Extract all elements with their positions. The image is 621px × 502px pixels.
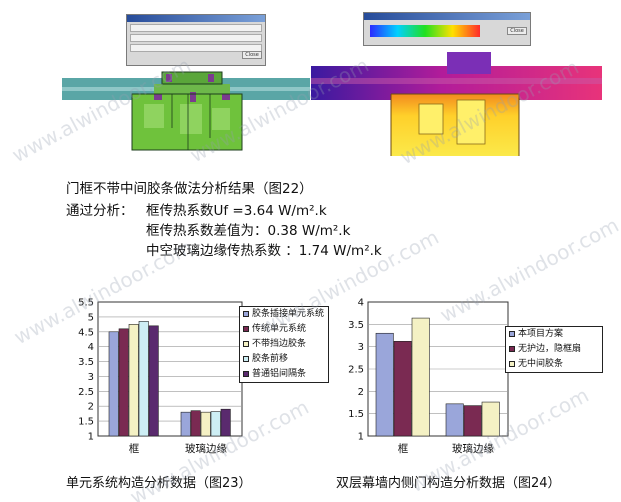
bar [481, 401, 500, 437]
legend-label: 胶条前移 [252, 354, 289, 364]
x-tick-label: 玻璃边缘 [185, 442, 227, 455]
frame-geometry-drawing [62, 71, 310, 151]
y-tick-label: 1 [88, 432, 94, 443]
legend-label: 无中间胶条 [518, 359, 564, 369]
y-tick-label: 3 [88, 372, 94, 383]
bar [148, 325, 159, 437]
thermal-legend-dialog: Close [363, 12, 531, 46]
legend-swatch [243, 326, 249, 332]
bar [138, 321, 149, 437]
bar [118, 328, 129, 437]
bar [128, 324, 139, 437]
simulation-settings-dialog: Close [126, 14, 266, 66]
dialog-field-row [130, 24, 262, 32]
inner-door-chart-caption: 双层幕墙内侧门构造分析数据（图24） [336, 476, 561, 491]
inner-door-bar-chart: 4 3.5 3 2.5 2 1.5 1 框 玻璃边缘 [348, 298, 509, 455]
bar [220, 408, 231, 437]
y-tick-label: 3 [358, 342, 364, 353]
legend-item: 胶条前移 [240, 352, 328, 367]
y-tick-label: 3.5 [348, 320, 364, 331]
bar [190, 410, 201, 437]
frame-geometry-simulation-image: Close [62, 8, 310, 156]
bar [375, 332, 394, 437]
legend-label: 传统单元系统 [252, 324, 307, 334]
bar [411, 317, 430, 437]
legend-swatch [243, 356, 249, 362]
dialog-close-button[interactable]: Close [242, 51, 262, 59]
bar [210, 411, 221, 437]
y-tick-label: 5 [88, 312, 94, 323]
legend-swatch [509, 361, 515, 367]
bar [393, 341, 412, 437]
dialog-titlebar [364, 13, 530, 20]
y-tick-label: 3.5 [78, 357, 94, 368]
analysis-lead: 通过分析： [66, 203, 134, 219]
thermal-color-map-drawing [311, 52, 602, 156]
legend-item: 无护边，隐框扇 [506, 342, 602, 357]
legend-item: 胶条插接单元系统 [240, 307, 328, 322]
dialog-field-row [130, 44, 262, 52]
y-tick-label: 5.5 [78, 298, 94, 309]
legend-swatch [243, 371, 249, 377]
thermal-simulation-image: Close [311, 8, 602, 156]
bar [108, 331, 119, 437]
temperature-color-scale [370, 25, 480, 37]
frame-u-difference: 框传热系数差值为：0.38 W/m².k [146, 223, 351, 239]
bar [445, 403, 464, 437]
dialog-close-button[interactable]: Close [507, 27, 527, 35]
y-tick-label: 4.5 [78, 327, 94, 338]
bar [200, 411, 211, 437]
legend-label: 本项目方案 [518, 329, 564, 339]
unit-system-chart-caption: 单元系统构造分析数据（图23） [66, 476, 252, 491]
legend-item: 普通铝间隔条 [240, 367, 328, 382]
x-tick-label: 框 [129, 442, 140, 455]
x-tick-label: 框 [398, 442, 409, 455]
bar [180, 411, 191, 437]
legend-label: 普通铝间隔条 [252, 369, 307, 379]
unit-system-chart-legend: 胶条插接单元系统传统单元系统不带挡边胶条胶条前移普通铝间隔条 [239, 306, 329, 383]
dialog-field-row [130, 34, 262, 42]
frame-u-value: 框传热系数Uf =3.64 W/m².k [146, 203, 327, 219]
legend-label: 胶条插接单元系统 [252, 309, 325, 319]
y-tick-label: 1.5 [348, 409, 364, 420]
y-tick-label: 2.5 [348, 365, 364, 376]
legend-label: 不带挡边胶条 [252, 339, 307, 349]
unit-system-bar-chart: 5.5 5 4.5 4 3.5 3 2.5 2 1.5 1 框 玻璃边缘 [78, 298, 243, 455]
legend-item: 本项目方案 [506, 327, 602, 342]
x-tick-label: 玻璃边缘 [452, 442, 494, 455]
y-tick-label: 2.5 [78, 387, 94, 398]
inner-door-chart-legend: 本项目方案无护边，隐框扇无中间胶条 [505, 326, 603, 373]
y-tick-label: 1.5 [78, 417, 94, 428]
legend-swatch [509, 331, 515, 337]
legend-item: 不带挡边胶条 [240, 337, 328, 352]
dialog-titlebar [127, 15, 265, 22]
legend-label: 无护边，隐框扇 [518, 344, 582, 354]
y-tick-label: 4 [358, 298, 364, 309]
legend-swatch [243, 311, 249, 317]
y-tick-label: 2 [358, 387, 364, 398]
y-tick-label: 4 [88, 342, 94, 353]
legend-item: 无中间胶条 [506, 357, 602, 372]
legend-swatch [509, 346, 515, 352]
bar [463, 405, 482, 437]
result-heading: 门框不带中间胶条做法分析结果（图22） [66, 181, 313, 197]
y-tick-label: 2 [88, 402, 94, 413]
legend-item: 传统单元系统 [240, 322, 328, 337]
glass-edge-u-value: 中空玻璃边缘传热系数 ：1.74 W/m².k [146, 243, 382, 259]
y-tick-label: 1 [358, 432, 364, 443]
legend-swatch [243, 341, 249, 347]
